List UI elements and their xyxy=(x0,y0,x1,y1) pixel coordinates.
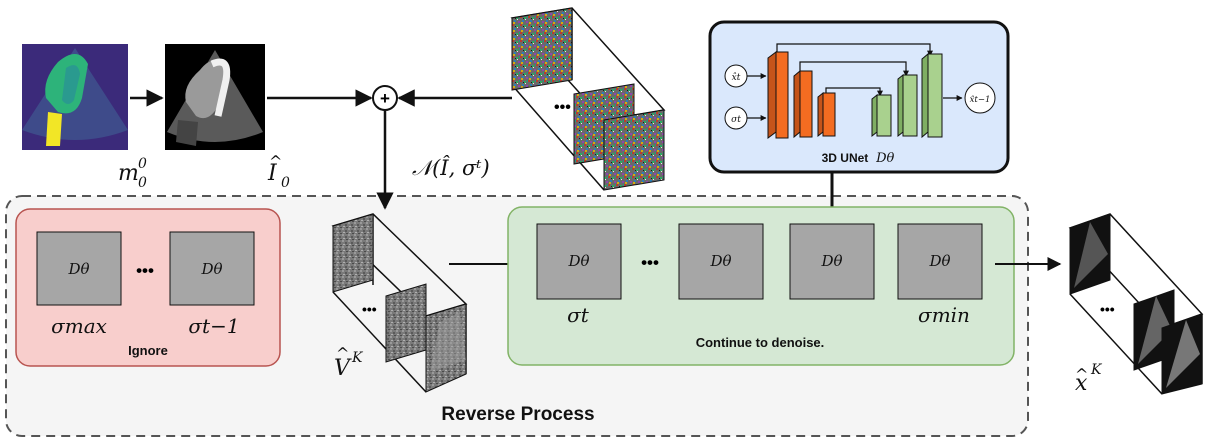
svg-text:^: ^ xyxy=(336,344,349,363)
denoise-caption: Continue to denoise. xyxy=(696,335,825,350)
svg-text:V: V xyxy=(334,356,352,381)
svg-text:0: 0 xyxy=(138,175,147,191)
svg-text:•••: ••• xyxy=(362,301,377,317)
noisy-volume-label: V ^ K xyxy=(334,344,364,381)
unet-panel: x̂t σt x̂t−1 3D UNet Dθ xyxy=(708,20,1010,174)
svg-text:K: K xyxy=(351,350,364,366)
svg-text:m: m xyxy=(118,161,139,186)
output-volume: ••• xyxy=(1068,213,1204,395)
svg-text:•••: ••• xyxy=(1100,301,1115,317)
ultrasound-image xyxy=(165,44,265,150)
segmentation-mask-image xyxy=(22,44,128,150)
denoise-ellipsis: ••• xyxy=(641,253,659,272)
svg-text:x̂t−1: x̂t−1 xyxy=(970,94,991,105)
svg-text:+: + xyxy=(380,89,390,108)
noise-distribution-label: 𝒩(Î, σᵗ) xyxy=(412,156,490,180)
sigma-t-label: σt xyxy=(567,303,590,327)
svg-text:σt: σt xyxy=(731,115,741,125)
svg-text:Dθ: Dθ xyxy=(200,260,222,278)
svg-text:I: I xyxy=(267,161,278,186)
unet-output-x: x̂t−1 xyxy=(964,82,996,114)
svg-text:0: 0 xyxy=(138,156,147,172)
noise-volume: ••• xyxy=(510,7,666,191)
denoiser-block-sigma-t: Dθ xyxy=(536,223,622,300)
svg-text:Dθ: Dθ xyxy=(567,252,589,270)
svg-text:^: ^ xyxy=(1075,365,1088,384)
svg-text:•••: ••• xyxy=(554,99,571,116)
svg-text:Dθ: Dθ xyxy=(820,252,842,270)
svg-text:Dθ: Dθ xyxy=(709,252,731,270)
sigma-max-label: σmax xyxy=(51,314,107,338)
svg-text:x: x xyxy=(1075,371,1088,396)
ignore-caption: Ignore xyxy=(128,343,168,358)
unet-title: 3D UNet Dθ xyxy=(822,151,895,166)
sigma-min-label: σmin xyxy=(918,303,970,327)
svg-text:Dθ: Dθ xyxy=(928,252,950,270)
unet-input-sigma: σt xyxy=(724,106,748,130)
sum-node: + xyxy=(372,85,398,111)
svg-text:x̂t: x̂t xyxy=(732,72,741,83)
sigma-prev-label: σt−1 xyxy=(188,314,239,338)
denoiser-block-sigma-prev: Dθ xyxy=(169,231,255,306)
unet-input-x: x̂t xyxy=(724,64,748,88)
svg-text:^: ^ xyxy=(269,152,282,171)
image-label: I ^ 0 xyxy=(267,152,290,191)
denoise-panel: Dθ ••• Dθ Dθ Dθ σt σmin Continue to deno… xyxy=(507,206,1015,366)
svg-text:0: 0 xyxy=(281,175,290,191)
denoiser-block-mid: Dθ xyxy=(678,223,764,300)
mask-label: m 0 0 xyxy=(118,156,147,191)
unet-encoder-block-2 xyxy=(793,69,813,139)
unet-encoder-block-1 xyxy=(767,51,789,139)
unet-decoder-block-1 xyxy=(871,93,892,138)
svg-text:K: K xyxy=(1090,362,1103,378)
ignore-ellipsis: ••• xyxy=(136,261,154,280)
svg-text:Dθ: Dθ xyxy=(67,260,89,278)
reverse-process-label: Reverse Process xyxy=(441,404,594,425)
noisy-volume: ••• xyxy=(331,213,468,393)
denoiser-block-unet: Dθ xyxy=(789,223,875,300)
denoiser-block-sigma-min: Dθ xyxy=(897,223,983,300)
ignore-panel: Dθ ••• Dθ σmax σt−1 Ignore xyxy=(15,208,281,367)
unet-decoder-block-3 xyxy=(921,52,943,139)
denoiser-block-sigma-max: Dθ xyxy=(36,231,122,306)
unet-decoder-block-2 xyxy=(897,73,918,138)
output-label: x ^ K xyxy=(1075,362,1103,396)
unet-encoder-block-3 xyxy=(817,91,836,138)
